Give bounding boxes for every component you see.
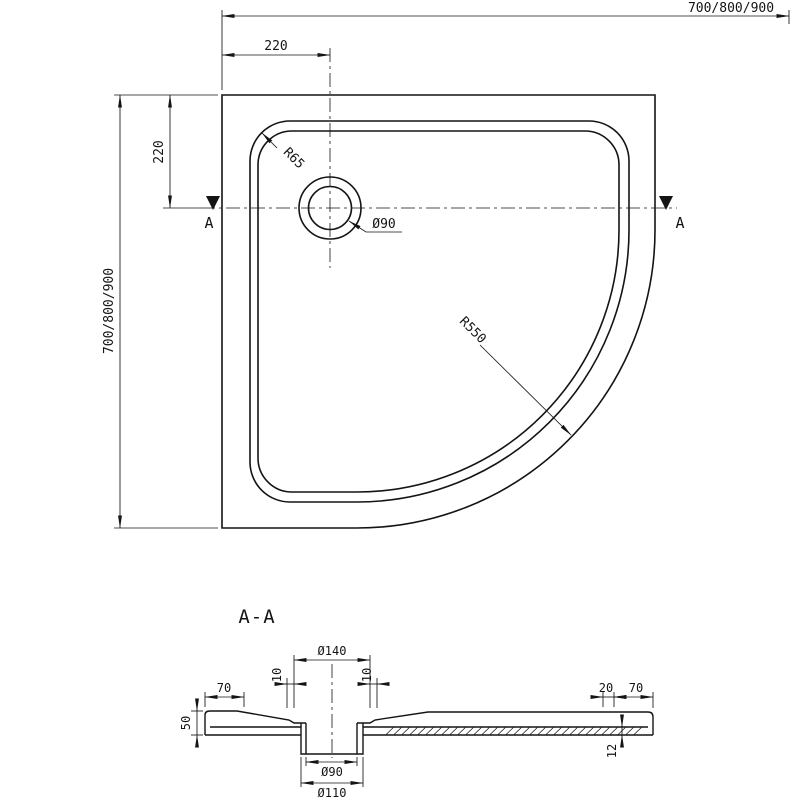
hatch-line	[593, 727, 602, 735]
leader-line	[261, 132, 278, 149]
drain-diameter-label: Ø90	[372, 217, 395, 232]
hatch-line	[441, 727, 450, 735]
hatch-line	[577, 727, 586, 735]
right-rim-width-label: 70	[629, 681, 643, 695]
left-step-label: 10	[270, 668, 284, 682]
hatch-line	[425, 727, 434, 735]
hatch-line	[553, 727, 562, 735]
dim-right-rim: 70	[613, 681, 654, 708]
dim-drain-hole: Ø90	[305, 757, 358, 779]
corner-radius-label: R65	[280, 145, 307, 172]
hatch-line	[481, 727, 490, 735]
hatch-line	[489, 727, 498, 735]
dim-left-step: 10	[270, 668, 307, 708]
hatch-line	[585, 727, 594, 735]
drain-diameter-callout: Ø90	[348, 217, 402, 233]
tray-outline	[221, 94, 656, 529]
right-step-label: 10	[360, 668, 374, 682]
dim-left-rim: 70	[204, 681, 245, 707]
r65-callout: R65	[261, 132, 307, 172]
front-radius-label: R550	[456, 314, 489, 347]
plan-width-label: 700/800/900	[688, 1, 774, 16]
dim-right-step: 10	[357, 668, 390, 708]
plan-drain-offset-y-dimension: 220	[152, 94, 201, 209]
tray-height-label: 50	[179, 716, 193, 730]
hatch-line	[545, 727, 554, 735]
section-cut-line: A A	[201, 196, 685, 232]
hatch-line	[537, 727, 546, 735]
dim-right-inset: 20	[590, 681, 627, 707]
hatch-line	[609, 727, 618, 735]
recess-diameter-label: Ø140	[318, 644, 347, 658]
section-arrow-left-icon	[206, 196, 220, 210]
plan-width-dimension: 700/800/900	[221, 1, 790, 90]
hatch-line	[385, 727, 394, 735]
hatch-line	[409, 727, 418, 735]
hatch-line	[473, 727, 482, 735]
dim-tray-height: 50	[179, 698, 203, 748]
hatch-line	[601, 727, 610, 735]
section-title: A-A	[238, 606, 275, 628]
profile-top	[204, 710, 654, 735]
drain-flange-label: Ø110	[318, 786, 347, 800]
hatch-line	[401, 727, 410, 735]
right-inset-label: 20	[599, 681, 613, 695]
hatch-line	[521, 727, 530, 735]
hatch-line	[569, 727, 578, 735]
dim-edge-thickness: 12	[605, 714, 624, 758]
drain-hole-label: Ø90	[321, 765, 343, 779]
section-arrow-right-icon	[659, 196, 673, 210]
hatch-line	[633, 727, 642, 735]
dim-drain-flange: Ø110	[300, 757, 364, 800]
dim-recess-diameter: Ø140	[293, 644, 371, 708]
drain-flange	[300, 723, 364, 755]
hatching	[385, 727, 642, 735]
plan-height-label: 700/800/900	[102, 268, 117, 354]
section-marker-left: A	[204, 214, 213, 232]
hatch-line	[449, 727, 458, 735]
drain-offset-y-label: 220	[152, 140, 167, 163]
hatch-line	[513, 727, 522, 735]
section-profile	[204, 664, 654, 758]
hatch-line	[497, 727, 506, 735]
drain	[298, 48, 362, 268]
plan-height-dimension: 700/800/900	[102, 94, 218, 529]
hatch-line	[433, 727, 442, 735]
hatch-line	[457, 727, 466, 735]
section-marker-right: A	[675, 214, 684, 232]
leader-line	[479, 344, 572, 436]
hatch-line	[529, 727, 538, 735]
plan-view: A A 700/800/900 220 700/800/900 220	[102, 1, 790, 529]
hatch-line	[561, 727, 570, 735]
section-view: A-A Ø140 70	[179, 606, 654, 800]
hatch-line	[393, 727, 402, 735]
hatch-line	[625, 727, 634, 735]
hatch-line	[465, 727, 474, 735]
drain-offset-x-label: 220	[264, 39, 287, 54]
leader-line	[348, 220, 402, 233]
plan-drain-offset-x-dimension: 220	[221, 39, 331, 57]
left-rim-width-label: 70	[217, 681, 231, 695]
tray-inner-rim-outer	[249, 120, 630, 503]
hatch-line	[417, 727, 426, 735]
tray-inner-rim-inner	[257, 130, 620, 493]
edge-thickness-label: 12	[605, 744, 619, 758]
hatch-line	[505, 727, 514, 735]
